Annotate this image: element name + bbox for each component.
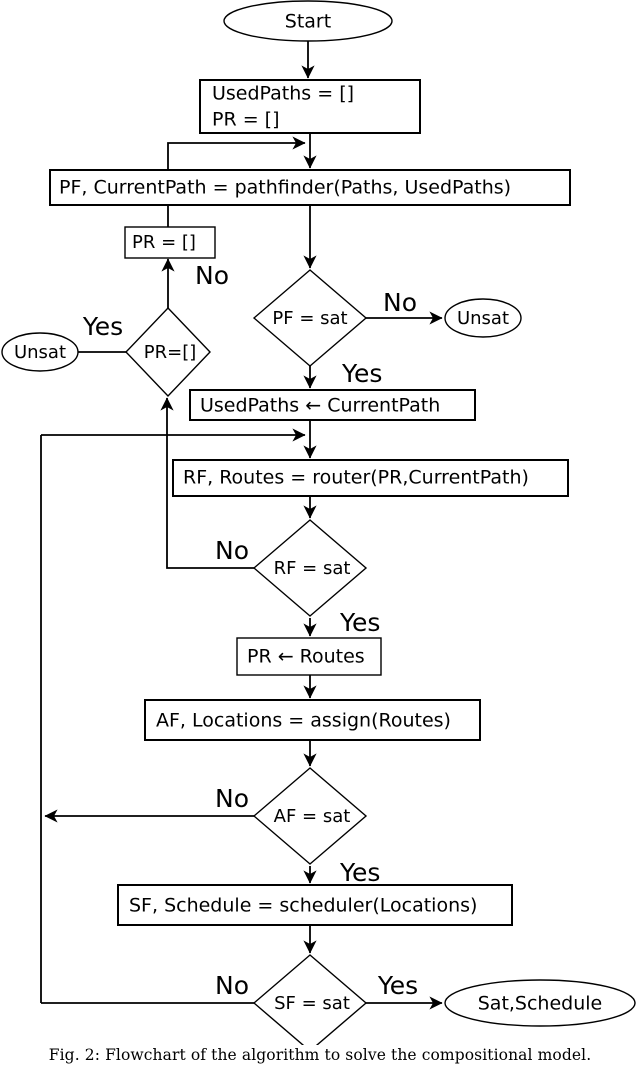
- node-af-sat-label: AF = sat: [274, 806, 351, 827]
- node-pf-sat-label: PF = sat: [272, 308, 347, 329]
- node-sat-schedule[interactable]: Sat,Schedule: [444, 979, 636, 1027]
- edge-label-sf-yes: Yes: [377, 971, 418, 1000]
- node-pr-empty-label: PR=[]: [144, 342, 197, 363]
- node-start-label: Start: [285, 11, 331, 33]
- node-router-label: RF, Routes = router(PR,CurrentPath): [183, 467, 529, 489]
- node-rf-sat-label: RF = sat: [274, 558, 351, 579]
- node-assign[interactable]: AF, Locations = assign(Routes): [144, 699, 481, 741]
- flowchart-canvas: Unsat (right) --> UsedPaths append --> P…: [1, 0, 636, 1045]
- node-unsat-left-label: Unsat: [14, 342, 66, 363]
- node-usedpaths-append-label: UsedPaths ← CurrentPath: [200, 395, 440, 417]
- node-usedpaths-append[interactable]: UsedPaths ← CurrentPath: [189, 389, 476, 421]
- node-pr-reset-label: PR = []: [132, 232, 196, 253]
- edge-label-prempty-no: No: [195, 261, 229, 290]
- node-rf-sat[interactable]: RF = sat: [252, 519, 368, 617]
- node-sf-sat-label: SF = sat: [274, 993, 350, 1014]
- edge-label-prempty-yes: Yes: [82, 312, 123, 341]
- node-sf-sat[interactable]: SF = sat: [252, 954, 368, 1045]
- node-init[interactable]: UsedPaths = [] PR = []: [199, 79, 421, 134]
- node-scheduler-label: SF, Schedule = scheduler(Locations): [129, 895, 477, 917]
- edge-label-rf-yes: Yes: [339, 608, 380, 637]
- node-pr-empty[interactable]: PR=[]: [125, 306, 211, 398]
- node-sat-schedule-label: Sat,Schedule: [478, 993, 603, 1015]
- node-pr-assign-label: PR ← Routes: [247, 646, 365, 668]
- node-init-line1: UsedPaths = []: [212, 83, 354, 105]
- node-pf-sat[interactable]: PF = sat: [252, 269, 368, 367]
- node-unsat-left[interactable]: Unsat: [1, 332, 79, 372]
- edge-label-rf-no: No: [215, 536, 249, 565]
- node-pr-assign[interactable]: PR ← Routes: [236, 637, 382, 676]
- node-router[interactable]: RF, Routes = router(PR,CurrentPath): [172, 459, 569, 497]
- node-pr-reset[interactable]: PR = []: [124, 226, 216, 259]
- node-init-line2: PR = []: [212, 109, 279, 131]
- node-unsat-right[interactable]: Unsat: [444, 298, 522, 338]
- edge-label-sf-no: No: [215, 971, 249, 1000]
- node-start[interactable]: Start: [223, 0, 393, 42]
- edge-rfsat-no-to-prempty: [160, 397, 254, 569]
- edge-label-pf-yes: Yes: [341, 359, 382, 388]
- node-unsat-right-label: Unsat: [457, 308, 509, 329]
- node-pathfinder-label: PF, CurrentPath = pathfinder(Paths, Used…: [59, 177, 511, 199]
- edge-label-af-no: No: [215, 784, 249, 813]
- edge-label-pf-no: No: [383, 288, 417, 317]
- node-pathfinder[interactable]: PF, CurrentPath = pathfinder(Paths, Used…: [49, 169, 571, 206]
- edge-label-af-yes: Yes: [339, 858, 380, 887]
- node-af-sat[interactable]: AF = sat: [252, 767, 368, 865]
- node-assign-label: AF, Locations = assign(Routes): [156, 710, 451, 732]
- figure-caption: Fig. 2: Flowchart of the algorithm to so…: [48, 1046, 592, 1064]
- node-scheduler[interactable]: SF, Schedule = scheduler(Locations): [117, 884, 513, 926]
